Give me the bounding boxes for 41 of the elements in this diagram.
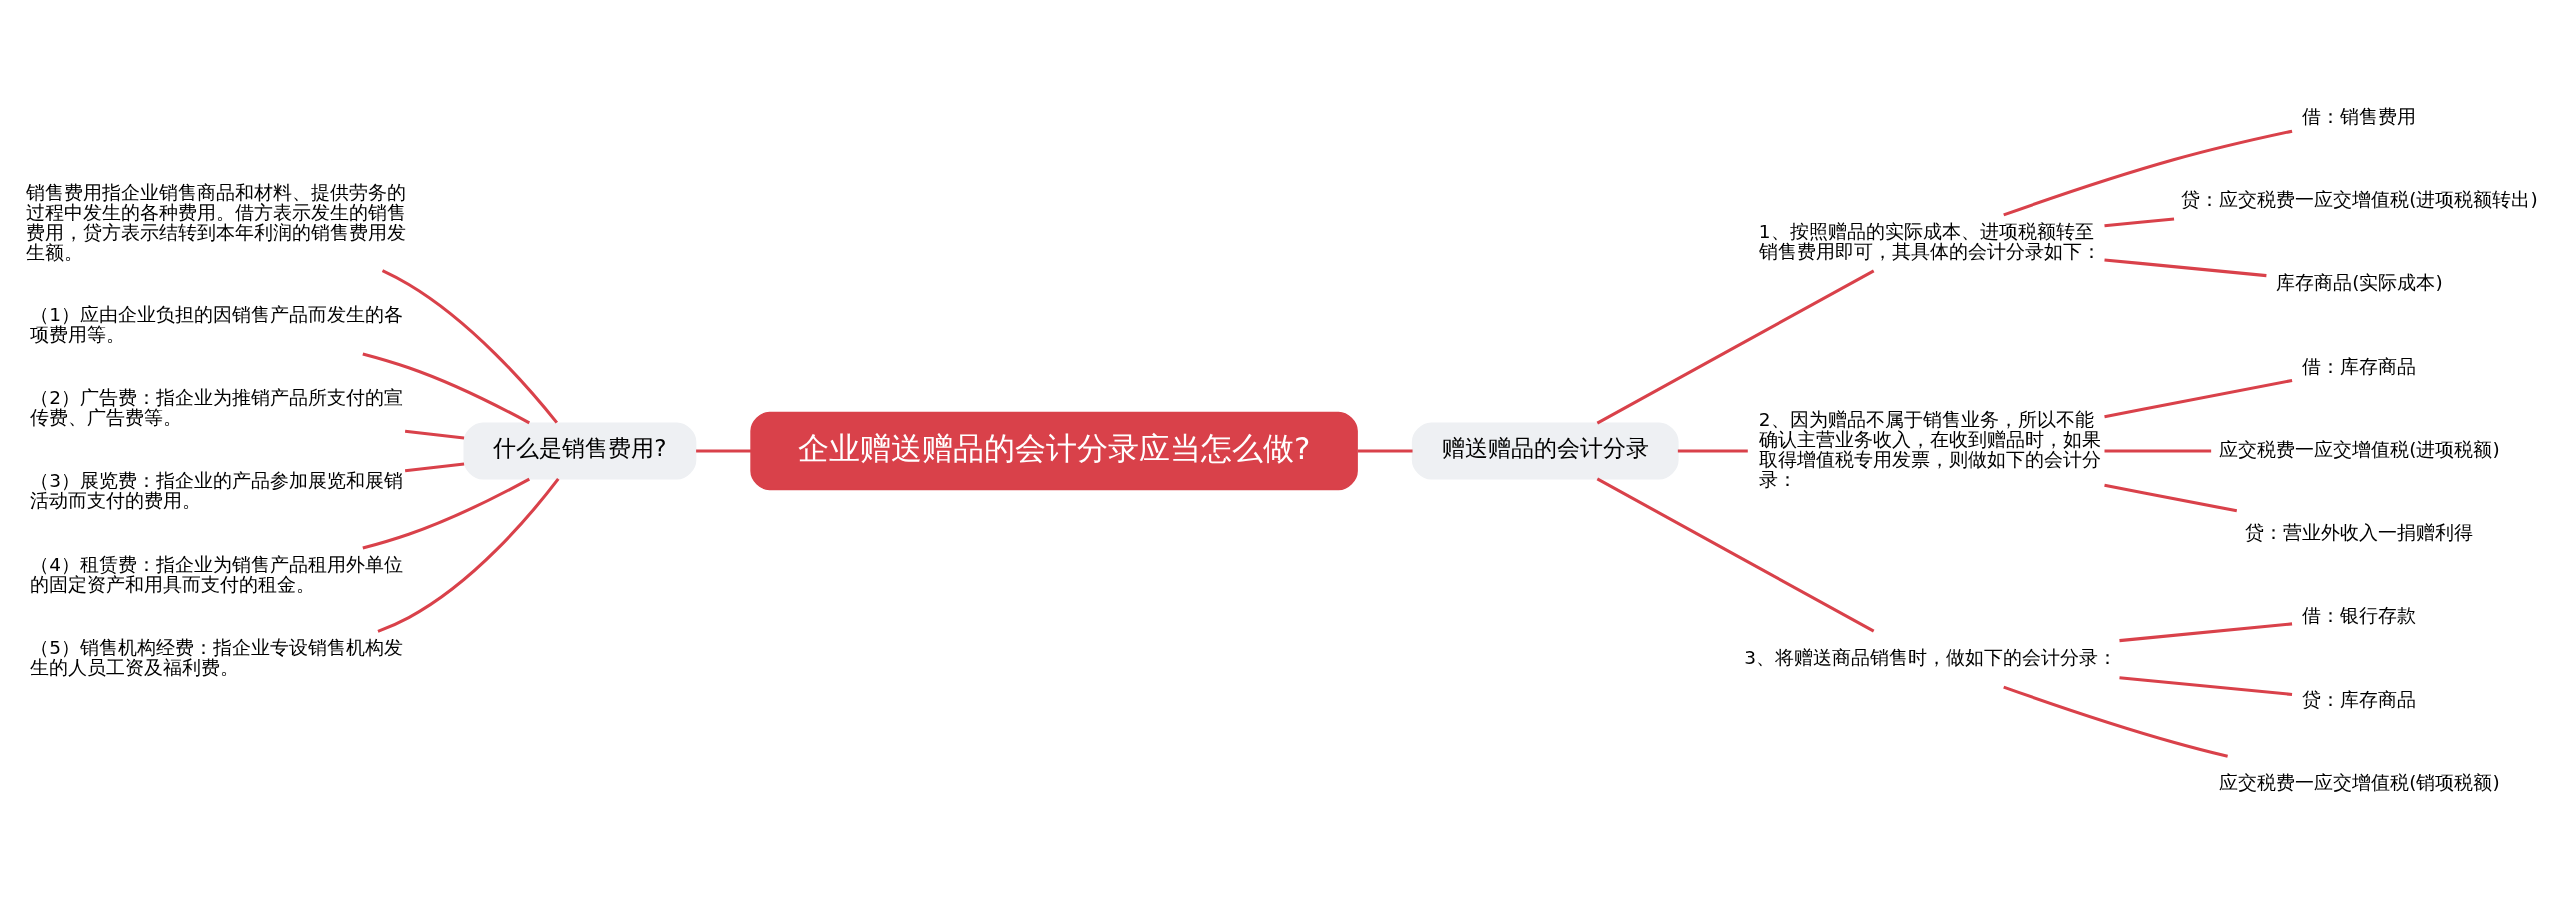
node-text: 3、将赠送商品销售时，做如下的会计分录： [1744,646,2117,668]
node-text: 借：销售费用 [2302,105,2417,127]
connector [696,449,751,453]
connector [2104,217,2175,228]
connector [2003,685,2228,758]
node-text: 借：银行存款 [2302,605,2417,627]
node-text: 1、按照赠品的实际成本、进项税额转至销售费用即可，其具体的会计分录如下： [1758,220,2101,262]
node-box: 企业赠送赠品的会计分录应当怎么做? [750,411,1358,491]
node-text: 库存商品(实际成本) [2276,272,2443,294]
node-text: （5）销售机构经费：指企业专设销售机构发生的人员工资及福利费。 [30,636,403,678]
connector [2003,129,2293,217]
connector [1357,449,1413,453]
connector [2104,483,2238,513]
node-text: 借：库存商品 [2302,355,2417,377]
node-text: （1）应由企业负担的因销售产品而发生的各项费用等。 [30,303,403,345]
connector [404,429,465,440]
node-text: 贷：库存商品 [2302,688,2417,710]
node-box: 什么是销售费用? [463,422,697,480]
node-text: （3）展览费：指企业的产品参加展览和展销活动而支付的费用。 [30,470,403,512]
connector [362,477,531,550]
connector [381,269,558,424]
node-text: （4）租赁费：指企业为销售产品租用外单位的固定资产和用具而支付的租金。 [30,553,403,595]
connector [2119,676,2293,696]
node-text: 2、因为赠品不属于销售业务，所以不能确认主营业务收入，在收到赠品时，如果取得增值税专用发票，则做如下的会计分录： [1758,408,2101,490]
connector [2104,258,2267,278]
node-text: 应交税费一应交增值税(进项税额) [2219,438,2500,460]
connector [2119,622,2293,643]
node-box: 赠送赠品的会计分录 [1411,422,1679,480]
connector [1596,477,1875,633]
node-text: 销售费用指企业销售商品和材料、提供劳务的过程中发生的各种费用。借方表示发生的销售费用，贷方表示结转到本年利润的销售费用发生额。 [26,182,407,264]
node-text: 贷：应交税费一应交增值税(进项税额转出) [2181,188,2538,210]
connector [2104,378,2293,419]
connector [362,352,531,425]
connector [1596,269,1875,425]
node-text: 贷：营业外收入一捐赠利得 [2245,522,2474,544]
connector [404,462,465,473]
connector [2104,449,2212,453]
node-text: （2）广告费：指企业为推销产品所支付的宣传费、广告费等。 [30,387,403,429]
connector [1677,449,1748,453]
node-text: 应交税费一应交增值税(销项税额) [2219,771,2500,793]
connector [377,477,560,633]
